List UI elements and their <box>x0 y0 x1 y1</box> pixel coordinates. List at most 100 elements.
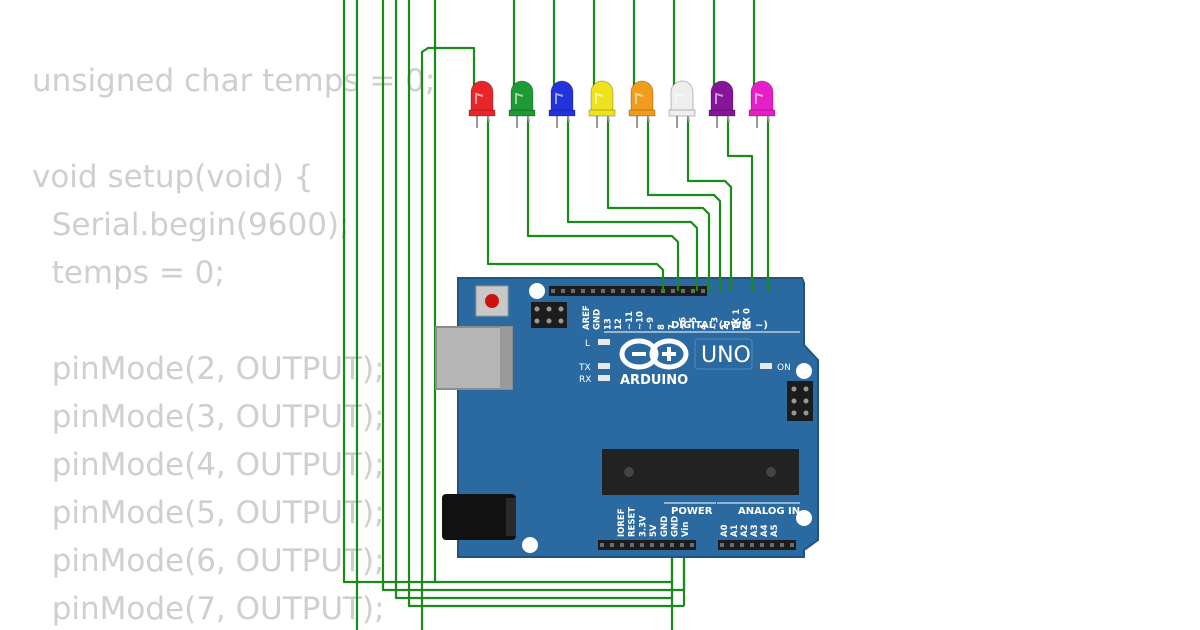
pin-label: ~11 <box>625 311 635 330</box>
header-pin <box>621 289 625 293</box>
header-pin <box>680 543 684 547</box>
led-yellow <box>588 80 616 128</box>
header-pin <box>681 289 685 293</box>
brand-label: ARDUINO <box>620 373 688 388</box>
mounting-hole <box>796 363 812 379</box>
analog-header <box>718 540 796 550</box>
analog-label: ANALOG IN <box>738 506 800 517</box>
pin-label: A5 <box>770 524 780 537</box>
pin-label: 5V <box>649 524 659 537</box>
mounting-hole <box>529 283 545 299</box>
pin-label: A2 <box>740 524 750 537</box>
power-led <box>760 363 772 369</box>
header-pin <box>760 543 764 547</box>
pin-label: AREF <box>582 305 592 330</box>
pin-label: GND <box>660 516 670 537</box>
pin-label: 13 <box>603 318 613 330</box>
l-led-label: L <box>585 339 590 349</box>
pin-label: RESET <box>628 507 638 537</box>
digital-header <box>549 286 707 296</box>
code-line: unsigned char temps = 0; <box>32 63 436 99</box>
pin-label: 3.3V <box>638 515 648 537</box>
pin-label: 12 <box>614 318 624 330</box>
header-pin <box>691 289 695 293</box>
led-orange <box>628 80 656 128</box>
header-pin <box>620 543 624 547</box>
header-pin <box>730 543 734 547</box>
pin-label: RX 0 <box>743 308 753 330</box>
mounting-hole <box>522 537 538 553</box>
led-purple <box>708 80 736 128</box>
header-pin <box>750 543 754 547</box>
pin-label: A1 <box>730 524 740 537</box>
pin-label: ~6 <box>678 317 688 330</box>
header-strip <box>549 286 707 296</box>
header-pin <box>600 543 604 547</box>
header-pin <box>720 543 724 547</box>
pin-label: A3 <box>750 524 760 537</box>
pin-label: 2 <box>721 324 731 330</box>
chip-notch <box>624 467 634 477</box>
wire-led-anode <box>646 118 722 291</box>
header-pin <box>640 543 644 547</box>
reset-button <box>485 294 499 308</box>
header-pin <box>701 289 705 293</box>
code-line: void setup(void) { <box>32 159 314 195</box>
header-pin <box>790 543 794 547</box>
wire-led-anode <box>486 118 665 291</box>
code-line: pinMode(7, OUTPUT); <box>32 591 385 627</box>
header-pin <box>641 289 645 293</box>
wires-ground <box>342 0 756 630</box>
led-red <box>468 80 496 128</box>
wire-led-anode <box>686 118 733 291</box>
header-pin <box>581 289 585 293</box>
wire-led-anode <box>726 118 754 291</box>
icsp-header <box>531 302 567 328</box>
header-strip <box>598 540 696 550</box>
header-pin <box>601 289 605 293</box>
led-white <box>668 80 696 128</box>
wires-signal <box>486 118 770 291</box>
header-pin <box>630 543 634 547</box>
code-line: pinMode(5, OUTPUT); <box>32 495 385 531</box>
header-pin <box>650 543 654 547</box>
power-jack <box>442 494 516 540</box>
wire-led-anode <box>566 118 699 291</box>
rx-led <box>598 375 610 381</box>
power-header <box>598 540 696 550</box>
icsp-header-2 <box>787 381 813 421</box>
header-pin <box>651 289 655 293</box>
arduino-logo-icon <box>619 338 689 370</box>
code-line: temps = 0; <box>32 255 225 291</box>
header-pin <box>671 289 675 293</box>
code-line: pinMode(2, OUTPUT); <box>32 351 385 387</box>
pin-label: GND <box>671 516 681 537</box>
code-line: pinMode(6, OUTPUT); <box>32 543 385 579</box>
mounting-hole <box>796 510 812 526</box>
led-row <box>468 80 776 128</box>
header-pin <box>571 289 575 293</box>
pin-label: 7 <box>668 324 678 330</box>
header-pin <box>740 543 744 547</box>
header-pin <box>770 543 774 547</box>
header-pin <box>631 289 635 293</box>
wire-gnd <box>394 0 672 600</box>
header-pin <box>660 543 664 547</box>
pin-label: TX 1 <box>732 309 742 330</box>
wire-led-anode <box>606 118 711 291</box>
l-led <box>598 339 610 345</box>
pin-label: ~9 <box>646 317 656 330</box>
pin-label: GND <box>593 309 603 330</box>
tx-led <box>598 363 610 369</box>
header-strip <box>718 540 796 550</box>
wire-led-anode <box>526 118 680 291</box>
wire-gnd <box>407 0 684 608</box>
pin-label: ~3 <box>710 317 720 330</box>
model-label: UNO <box>701 343 751 368</box>
rx-led-label: RX <box>579 375 591 385</box>
header-pin <box>551 289 555 293</box>
